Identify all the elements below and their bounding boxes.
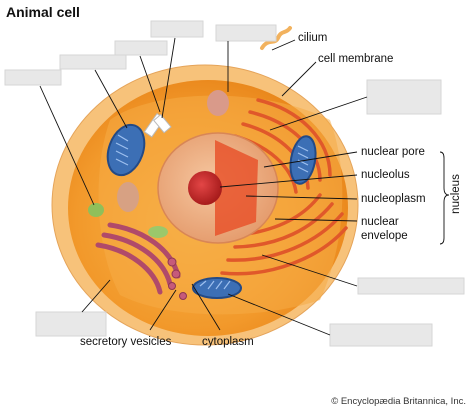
label-nucleolus: nucleolus <box>361 169 410 181</box>
label-nucleoplasm: nucleoplasm <box>361 193 426 205</box>
mitochondria <box>106 123 317 299</box>
label-nucleus-group: nucleus <box>449 174 462 214</box>
blank-label-6 <box>366 79 442 115</box>
lysosome <box>117 182 139 212</box>
cilium <box>260 26 292 50</box>
label-nuclear-envelope-line2: envelope <box>361 230 408 242</box>
blank-label-4 <box>59 54 127 70</box>
blank-label-1 <box>150 20 204 38</box>
copyright-credit: © Encyclopædia Britannica, Inc. <box>331 396 466 407</box>
blank-label-3 <box>114 40 168 56</box>
label-nuclear-envelope-line1: nuclear <box>361 216 399 228</box>
blank-label-2 <box>215 24 277 42</box>
diagram-title: Animal cell <box>6 4 80 20</box>
vesicle-green <box>148 226 168 238</box>
peroxisome <box>88 203 104 217</box>
vacuole <box>207 90 229 116</box>
label-cell-membrane: cell membrane <box>318 53 394 65</box>
nucleolus <box>188 171 222 205</box>
centrioles <box>143 112 172 138</box>
label-cilium: cilium <box>298 32 328 44</box>
blank-label-9 <box>329 323 433 347</box>
leader-lines <box>39 37 450 336</box>
blank-label-5 <box>4 69 62 86</box>
blank-label-8 <box>35 311 107 337</box>
secretory-vesicles <box>167 257 187 300</box>
label-cytoplasm: cytoplasm <box>202 336 254 348</box>
blank-label-7 <box>357 277 465 295</box>
nucleoplasm <box>215 140 258 236</box>
golgi-apparatus <box>95 222 181 295</box>
endoplasmic-reticulum <box>220 98 348 276</box>
label-secretory-vesicles: secretory vesicles <box>80 336 172 348</box>
label-nuclear-pore: nuclear pore <box>361 146 425 158</box>
